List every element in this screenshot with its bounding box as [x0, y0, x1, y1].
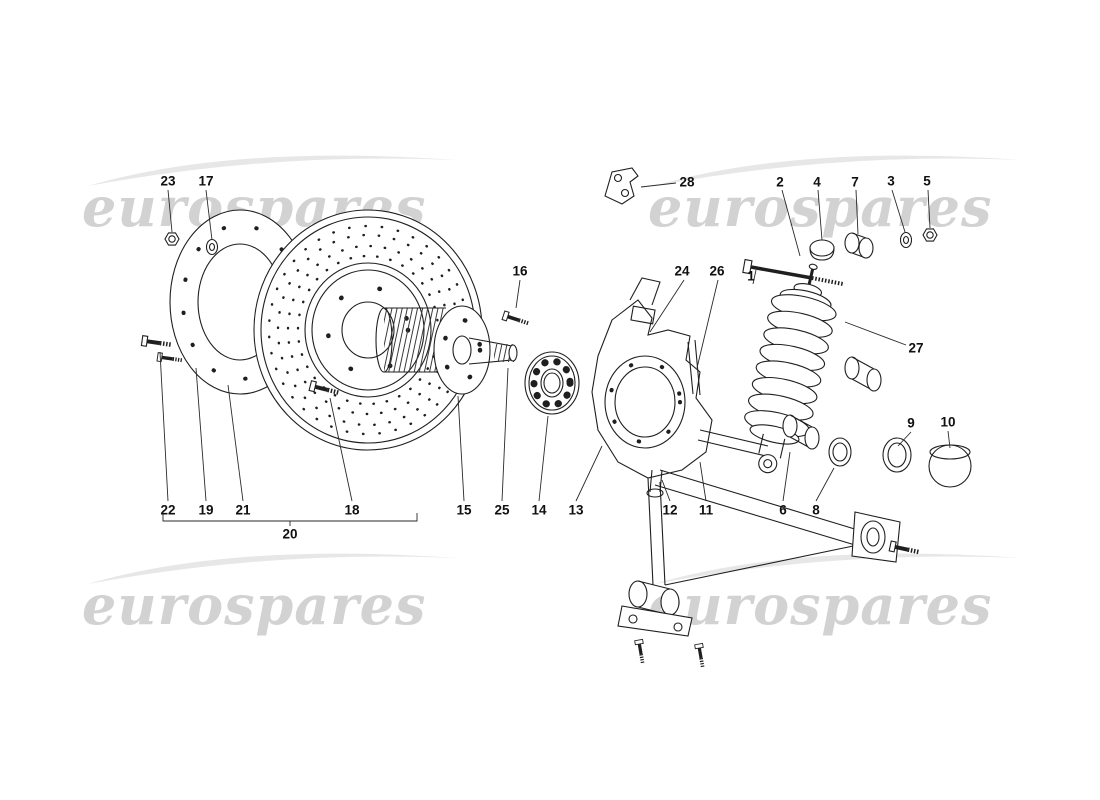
upper-arm-bushing — [844, 356, 882, 392]
wheel-bearing — [524, 351, 580, 415]
callout-8[interactable]: 8 — [812, 502, 820, 518]
callout-6[interactable]: 6 — [779, 502, 787, 518]
callout-9[interactable]: 9 — [907, 415, 915, 431]
upper-bracket — [604, 167, 639, 205]
shock-absorber — [744, 263, 837, 474]
seal-8 — [828, 437, 852, 467]
lower-control-arm — [617, 469, 921, 671]
callout-15[interactable]: 15 — [456, 502, 472, 518]
callout-17[interactable]: 17 — [198, 173, 214, 189]
callout-19[interactable]: 19 — [198, 502, 214, 518]
callout-16[interactable]: 16 — [512, 263, 528, 279]
callout-3[interactable]: 3 — [887, 173, 895, 189]
leader-lines — [159, 182, 951, 526]
callout-24[interactable]: 24 — [674, 263, 690, 279]
seal-ring-9 — [882, 437, 912, 473]
suspension-knuckle — [591, 277, 769, 498]
wheel-hub — [375, 305, 518, 395]
callout-21[interactable]: 21 — [235, 502, 251, 518]
callout-28[interactable]: 28 — [679, 174, 695, 190]
bushing-6 — [782, 414, 820, 450]
callout-10[interactable]: 10 — [940, 414, 956, 430]
callout-4[interactable]: 4 — [813, 174, 821, 190]
callout-22[interactable]: 22 — [160, 502, 176, 518]
callout-13[interactable]: 13 — [568, 502, 584, 518]
callout-11[interactable]: 11 — [698, 502, 714, 518]
callout-23[interactable]: 23 — [160, 173, 176, 189]
callout-5[interactable]: 5 — [923, 173, 931, 189]
callout-7[interactable]: 7 — [851, 174, 859, 190]
callout-1[interactable]: 1 — [747, 268, 755, 284]
callout-14[interactable]: 14 — [531, 502, 547, 518]
callout-18[interactable]: 18 — [344, 502, 360, 518]
callout-25[interactable]: 25 — [494, 502, 510, 518]
callout-12[interactable]: 12 — [662, 502, 678, 518]
top-mount-hardware — [742, 228, 938, 286]
callout-26[interactable]: 26 — [709, 263, 725, 279]
callout-27[interactable]: 27 — [908, 340, 924, 356]
callout-20[interactable]: 20 — [282, 526, 298, 542]
callout-2[interactable]: 2 — [776, 174, 784, 190]
